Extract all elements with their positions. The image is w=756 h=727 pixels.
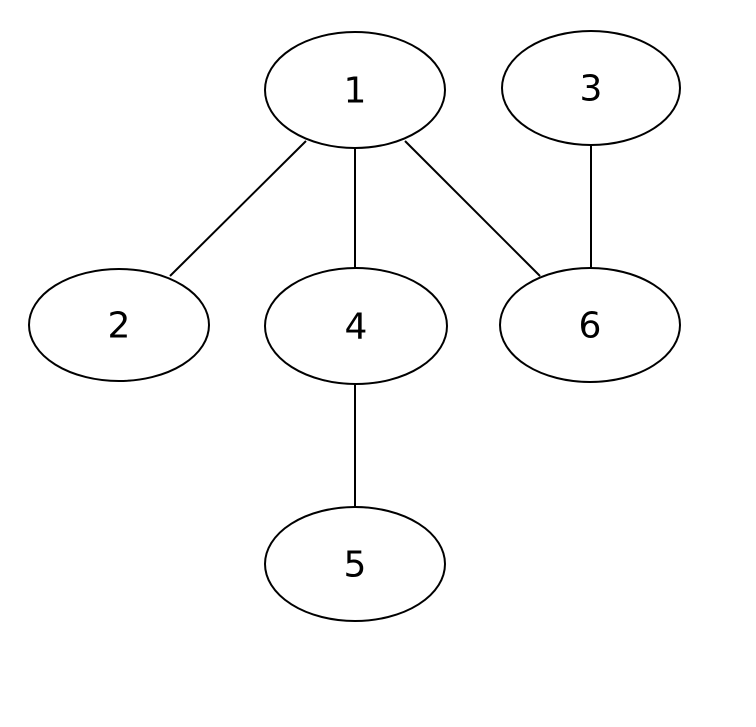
node-6-label: 6: [579, 306, 602, 347]
node-2-ellipse[interactable]: [28, 268, 210, 382]
edge-layer: [169, 140, 592, 508]
node-4[interactable]: 4: [264, 267, 448, 385]
node-layer: 1 3 2 4 6 5: [28, 30, 681, 622]
node-3-label: 3: [580, 69, 603, 110]
node-3-ellipse[interactable]: [501, 30, 681, 146]
node-2[interactable]: 2: [28, 268, 210, 382]
node-5[interactable]: 5: [264, 506, 446, 622]
node-3[interactable]: 3: [501, 30, 681, 146]
node-6[interactable]: 6: [499, 267, 681, 383]
node-5-label: 5: [344, 545, 367, 586]
edge-1-6: [404, 140, 541, 277]
node-6-ellipse[interactable]: [499, 267, 681, 383]
node-4-ellipse[interactable]: [264, 267, 448, 385]
node-1-label: 1: [344, 71, 367, 112]
node-1[interactable]: 1: [264, 31, 446, 149]
node-1-ellipse[interactable]: [264, 31, 446, 149]
node-4-label: 4: [345, 307, 368, 348]
edge-1-2: [169, 140, 307, 277]
node-2-label: 2: [108, 306, 131, 347]
node-5-ellipse[interactable]: [264, 506, 446, 622]
